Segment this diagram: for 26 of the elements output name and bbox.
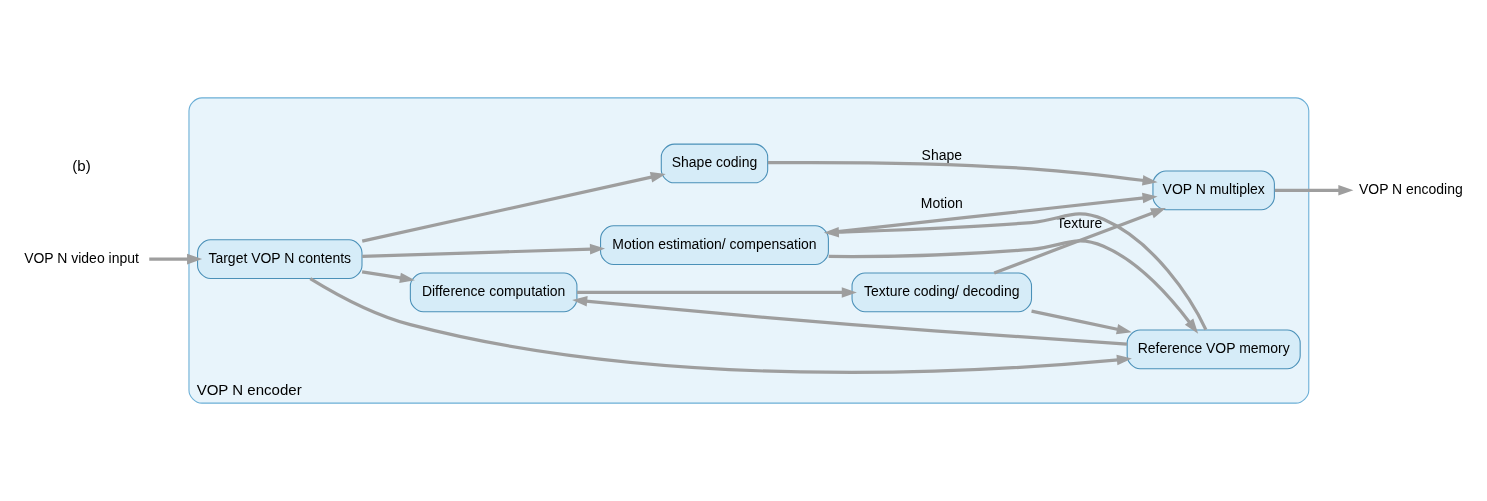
arrow [767,160,1158,186]
label: (b) [72,156,91,174]
arrow [361,172,666,243]
arrow [572,296,1128,346]
edge-label: Motion [920,194,963,211]
arrow [577,287,857,298]
node-text: VOP N video input [24,249,139,266]
arrow [1274,185,1354,196]
node-text: VOP N encoding [1358,180,1463,197]
edge-label: Texture [1056,215,1103,232]
arrow [828,192,1158,235]
arrow [828,239,1199,334]
node-box: Texture coding/ decoding [851,272,1033,313]
node-box: Difference computation [409,272,578,313]
arrow [1031,309,1132,335]
node-box: VOP N multiplex [1152,170,1275,211]
node-box: Motion estimation/ compensation [600,225,829,265]
node-box: Shape coding [660,143,769,184]
arrow [362,243,606,259]
arrow [309,277,1132,374]
node-box: Target VOP N contents [197,239,363,279]
arrow [361,270,415,284]
node-box: Reference VOP memory [1126,329,1301,370]
arrow [993,207,1166,275]
edge-label: Shape [921,146,962,163]
arrow [149,253,203,265]
